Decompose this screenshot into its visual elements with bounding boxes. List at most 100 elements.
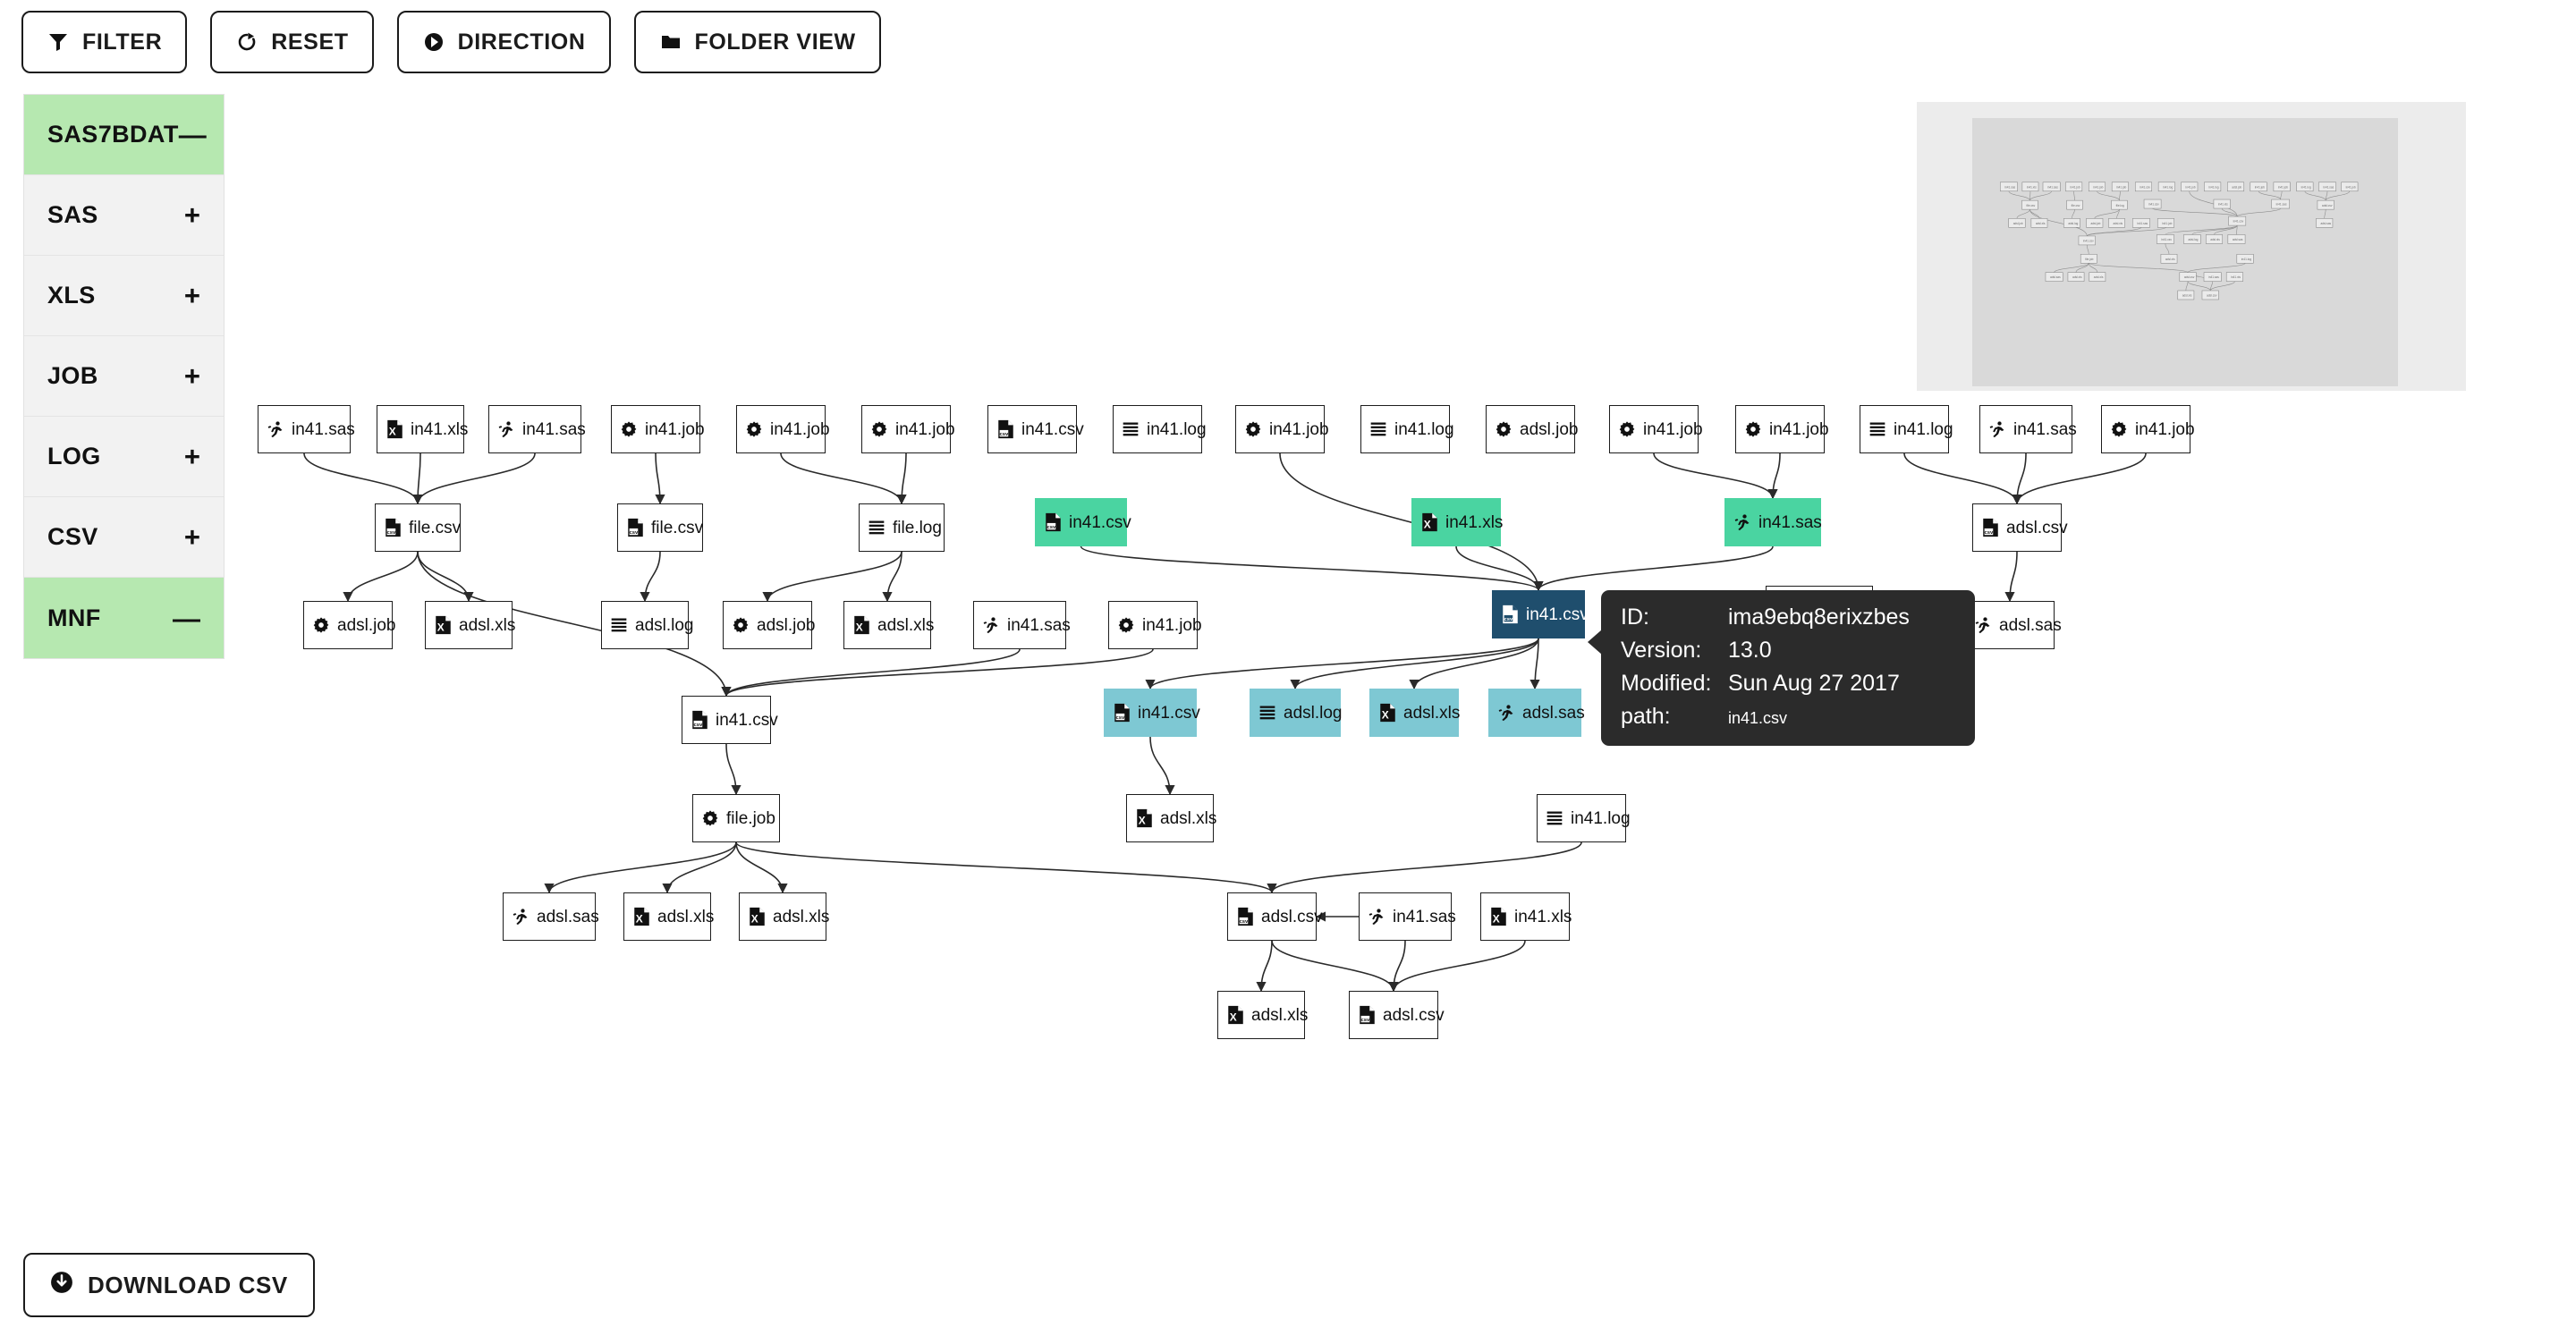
csv-file-icon: csv xyxy=(1043,512,1063,533)
minimap-edge xyxy=(2088,262,2189,273)
download-csv-button[interactable]: DOWNLOAD CSV xyxy=(23,1253,315,1317)
filter-item-xls[interactable]: XLS + xyxy=(24,256,224,336)
tooltip-key: ID: xyxy=(1621,605,1649,630)
graph-node-label: file.csv xyxy=(651,518,704,537)
minimap-node: in41.xls xyxy=(2021,182,2039,192)
graph-node[interactable]: in41.job xyxy=(1235,405,1329,453)
direction-button[interactable]: DIRECTION xyxy=(396,11,611,73)
filter-item-job[interactable]: JOB + xyxy=(24,336,224,417)
graph-node[interactable]: in41.log xyxy=(1860,405,1953,453)
graph-node[interactable]: file.log xyxy=(859,503,945,552)
minimap-node: in41.job xyxy=(2250,182,2267,192)
job-file-icon xyxy=(1494,419,1513,440)
svg-text:X: X xyxy=(1381,708,1388,721)
svg-text:csv: csv xyxy=(1239,919,1249,925)
graph-node[interactable]: in41.log xyxy=(1537,794,1631,842)
direction-button-label: DIRECTION xyxy=(457,29,586,55)
graph-node[interactable]: in41.sas xyxy=(258,405,355,453)
xls-file-icon: X xyxy=(852,614,871,636)
svg-text:file.csv: file.csv xyxy=(2027,204,2036,207)
graph-node-label: adsl.log xyxy=(635,615,694,635)
xls-file-icon: X xyxy=(747,906,767,927)
minimap-node: adsl.sas xyxy=(2045,272,2063,282)
refresh-icon xyxy=(235,30,258,54)
graph-node[interactable]: adsl.job xyxy=(303,601,396,649)
svg-text:adsl.xls: adsl.xls xyxy=(2094,275,2104,279)
graph-node[interactable]: in41.log xyxy=(1360,405,1454,453)
minimap-edge xyxy=(2214,224,2238,235)
svg-text:adsl.sas: adsl.sas xyxy=(2050,275,2061,279)
filter-button[interactable]: FILTER xyxy=(21,11,188,73)
graph-node[interactable]: adsl.log xyxy=(601,601,694,649)
graph-node[interactable]: in41.job xyxy=(611,405,705,453)
folder-view-button[interactable]: FOLDER VIEW xyxy=(633,11,881,73)
filter-item-log[interactable]: LOG + xyxy=(24,417,224,497)
filter-item-sas7bdat[interactable]: SAS7BDAT — xyxy=(24,95,224,175)
graph-node[interactable]: file.job xyxy=(692,794,780,842)
graph-node[interactable]: adsl.sas xyxy=(1488,689,1585,737)
svg-text:file.job: file.job xyxy=(2085,258,2093,261)
graph-node[interactable]: in41.sas xyxy=(1979,405,2077,453)
filter-item-label: SAS xyxy=(47,201,98,228)
graph-node[interactable]: in41.sas xyxy=(1359,892,1456,941)
minimap-viewport[interactable] xyxy=(1972,118,2398,386)
graph-node[interactable]: in41.sas xyxy=(488,405,586,453)
graph-node-label: in41.sas xyxy=(1007,615,1071,635)
graph-node[interactable]: in41.sas xyxy=(973,601,1071,649)
graph-node-label: in41.sas xyxy=(292,419,355,439)
svg-text:in41.sas: in41.sas xyxy=(2004,185,2015,189)
graph-node[interactable]: adsl.job xyxy=(1486,405,1579,453)
filter-item-sas[interactable]: SAS + xyxy=(24,175,224,256)
graph-node[interactable]: adsl.sas xyxy=(503,892,599,941)
tooltip-value: 13.0 xyxy=(1728,638,1772,663)
graph-node[interactable]: in41.job xyxy=(1108,601,1202,649)
svg-text:adsl.xls: adsl.xls xyxy=(2182,294,2192,298)
graph-node[interactable]: in41.job xyxy=(1609,405,1703,453)
filter-item-mnf[interactable]: MNF — xyxy=(24,578,224,658)
reset-button[interactable]: RESET xyxy=(210,11,374,73)
graph-node[interactable]: in41.job xyxy=(2101,405,2195,453)
minimap-node: in41.log xyxy=(2236,254,2254,264)
graph-node[interactable]: in41.job xyxy=(1735,405,1829,453)
graph-node[interactable]: in41.job xyxy=(736,405,830,453)
tooltip-arrow xyxy=(1588,630,1602,655)
graph-node[interactable]: in41.job xyxy=(861,405,955,453)
graph-node[interactable]: adsl.job xyxy=(723,601,816,649)
node-tooltip: ID: ima9ebq8erixzbes Version: 13.0 Modif… xyxy=(1588,590,1975,746)
minimap-node: in41.log xyxy=(2157,182,2175,192)
filter-item-csv[interactable]: CSV + xyxy=(24,497,224,578)
graph-node[interactable]: in41.sas xyxy=(1724,498,1822,546)
graph-node[interactable]: in41.log xyxy=(1113,405,1207,453)
tooltip-key: path: xyxy=(1621,704,1671,729)
download-csv-label: DOWNLOAD CSV xyxy=(88,1271,288,1298)
graph-node[interactable]: adsl.sas xyxy=(1965,601,2062,649)
graph-node-label: in41.job xyxy=(770,419,830,439)
job-file-icon xyxy=(2109,419,2129,440)
graph-node[interactable]: adsl.log xyxy=(1250,689,1343,737)
minimap-node: in41.job xyxy=(2273,182,2291,192)
log-file-icon xyxy=(867,517,886,538)
minimap-edge xyxy=(2086,244,2089,255)
